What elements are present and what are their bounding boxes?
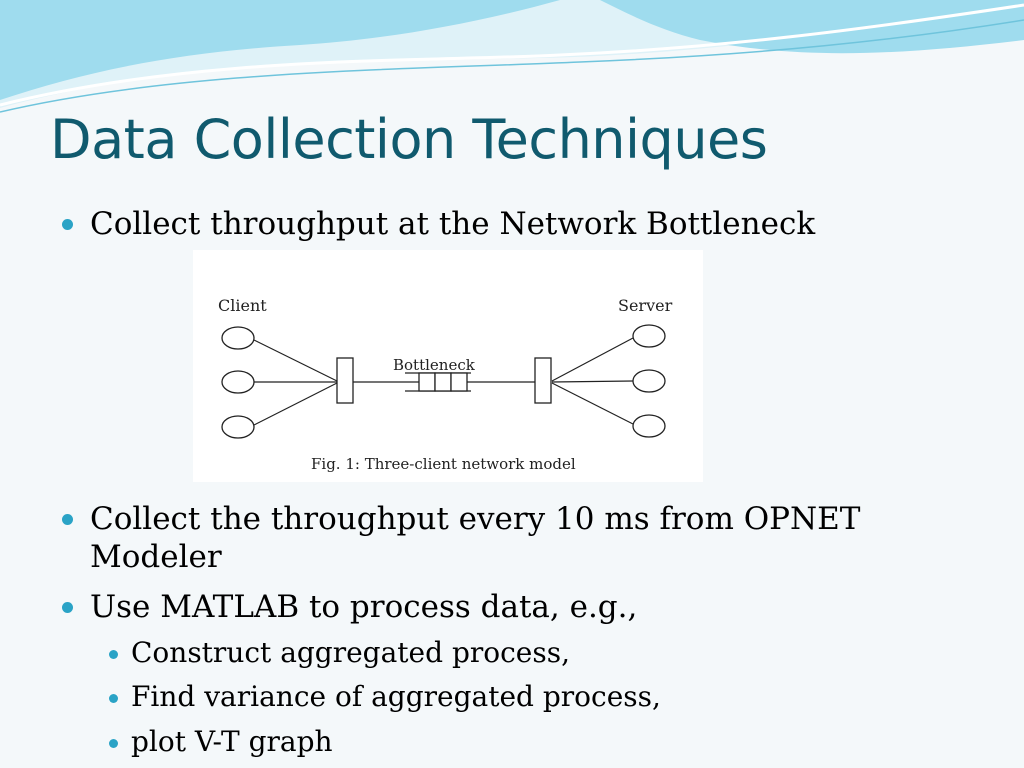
client-node-2 (221, 370, 255, 394)
bullet-1: Collect throughput at the Network Bottle… (62, 205, 816, 243)
client-router (336, 357, 354, 404)
server-nodes (632, 324, 666, 438)
sub-bullet-1-text: Construct aggregated process, (131, 636, 571, 669)
sub-bullet-2-text: Find variance of aggregated process, (131, 680, 661, 713)
figure-caption: Fig. 1: Three-client network model (311, 455, 576, 473)
client-label: Client (218, 296, 267, 315)
client-nodes (221, 326, 255, 439)
bottleneck-label: Bottleneck (393, 356, 476, 374)
bullet-3-text: Use MATLAB to process data, e.g., (90, 589, 638, 625)
bullet-2-continued: Modeler (90, 538, 222, 576)
bottleneck-queue (405, 372, 471, 392)
server-node-2 (632, 369, 666, 393)
sub-bullet-dot-icon (109, 694, 118, 703)
bullet-2-text: Collect the throughput every 10 ms from … (90, 501, 861, 537)
sub-bullet-1: Construct aggregated process, (109, 636, 571, 670)
network-diagram: Client Server Bottleneck (193, 250, 703, 482)
client-node-3 (221, 415, 255, 439)
bullet-dot-icon (62, 219, 73, 230)
sub-bullet-3-text: plot V-T graph (131, 725, 333, 758)
sub-bullet-2: Find variance of aggregated process, (109, 680, 661, 714)
bullet-3: Use MATLAB to process data, e.g., (62, 588, 638, 626)
sub-bullet-dot-icon (109, 739, 118, 748)
client-node-1 (221, 326, 255, 350)
bullet-dot-icon (62, 514, 73, 525)
bullet-2-continued-text: Modeler (90, 539, 222, 575)
server-node-3 (632, 414, 666, 438)
bullet-dot-icon (62, 602, 73, 613)
header-wave-decoration (0, 0, 1024, 113)
slide-title: Data Collection Techniques (50, 108, 768, 171)
bullet-1-text: Collect throughput at the Network Bottle… (90, 206, 816, 242)
routers (336, 357, 552, 404)
sub-bullet-3: plot V-T graph (109, 725, 333, 759)
server-label: Server (618, 296, 673, 315)
server-router (534, 357, 552, 404)
bullet-2: Collect the throughput every 10 ms from … (62, 500, 861, 538)
server-node-1 (632, 324, 666, 348)
sub-bullet-dot-icon (109, 650, 118, 659)
